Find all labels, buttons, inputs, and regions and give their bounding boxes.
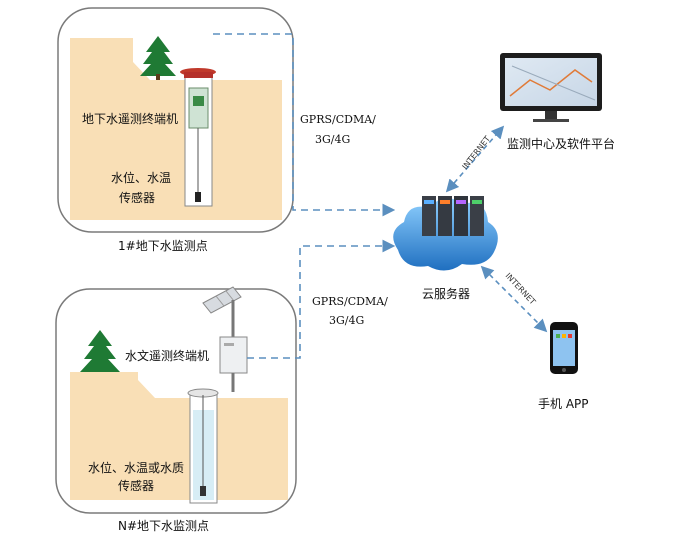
link-server-to-monitor	[445, 125, 505, 193]
phone-label: 手机 APP	[538, 397, 589, 411]
link-lower-protocol-line2: 3G/4G	[329, 314, 365, 327]
link-upper-protocol-line1: GPRS/CDMA/	[300, 113, 376, 126]
station1-terminal-label: 地下水遥测终端机	[82, 112, 179, 126]
tree-icon	[140, 36, 176, 80]
monitor-label: 监测中心及软件平台	[507, 137, 616, 151]
monitor-icon	[500, 53, 602, 122]
server-label: 云服务器	[422, 287, 471, 301]
link-station1-to-server	[213, 33, 396, 217]
station-n-panel	[55, 286, 297, 514]
internet-label-lower: INTERNET	[504, 271, 538, 306]
station1-sensor-label-line1: 水位、水温	[111, 171, 172, 185]
station-1-panel	[57, 7, 294, 233]
solar-panel-icon	[202, 286, 242, 342]
tree-icon	[80, 330, 120, 372]
link-stationN-to-server	[247, 239, 396, 359]
station1-sensor-label-line2: 传感器	[119, 191, 156, 205]
well-n	[187, 388, 219, 504]
cloud-server-icon	[393, 196, 498, 271]
stationN-sensor-label-line2: 传感器	[118, 479, 155, 493]
stationN-caption: N#地下水监测点	[118, 519, 210, 533]
terminal-box	[219, 336, 248, 392]
link-upper-protocol-line2: 3G/4G	[315, 133, 351, 146]
link-lower-protocol-line1: GPRS/CDMA/	[312, 295, 388, 308]
internet-label-upper: INTERNET	[460, 134, 492, 171]
stationN-terminal-label: 水文遥测终端机	[125, 349, 210, 363]
phone-icon	[550, 322, 578, 374]
link-server-to-phone	[480, 265, 548, 333]
well-1	[180, 68, 216, 207]
stationN-sensor-label-line1: 水位、水温或水质	[88, 461, 185, 475]
station1-caption: 1#地下水监测点	[118, 239, 208, 253]
